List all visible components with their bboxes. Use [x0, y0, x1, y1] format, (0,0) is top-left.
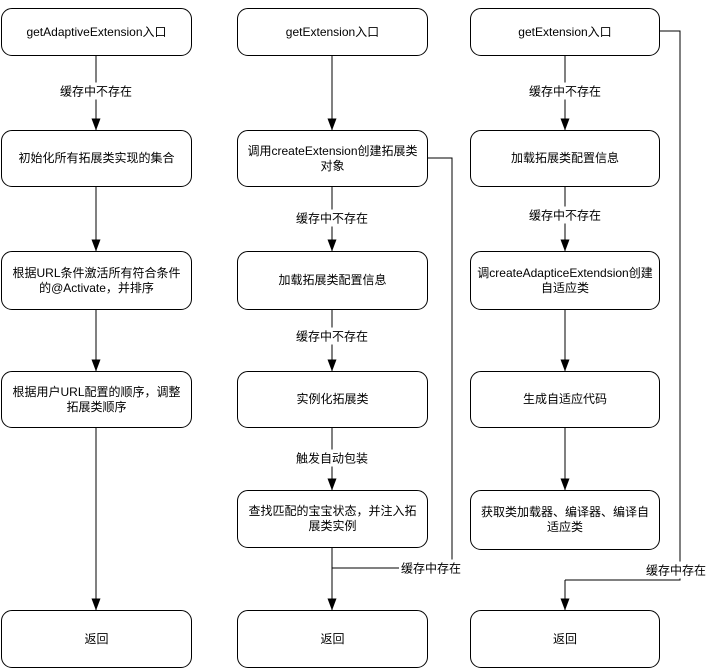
flow-node-left-2: 初始化所有拓展类实现的集合: [1, 130, 192, 187]
edge-label-right-cache-miss-2: 缓存中不存在: [526, 206, 604, 224]
flow-node-left-4: 根据用户URL配置的顺序，调整拓展类顺序: [1, 371, 192, 428]
flow-node-right-2: 加载拓展类配置信息: [470, 130, 660, 187]
edge-label-mid-cache-miss-2: 缓存中不存在: [293, 327, 371, 345]
flow-node-mid-5: 查找匹配的宝宝状态，并注入拓展类实例: [237, 490, 428, 548]
flow-node-right-1: getExtension入口: [470, 8, 660, 56]
flow-node-left-1: getAdaptiveExtension入口: [1, 8, 192, 56]
edge-label-mid-cache-miss-1: 缓存中不存在: [293, 209, 371, 227]
flow-node-mid-1: getExtension入口: [237, 8, 428, 56]
flow-node-right-return: 返回: [470, 610, 660, 668]
edge-right-cache-hit: [565, 30, 681, 581]
edge-label-left-cache-miss: 缓存中不存在: [57, 82, 135, 100]
edge-label-right-cache-hit: 缓存中存在: [643, 561, 707, 579]
flow-node-right-4: 生成自适应代码: [470, 371, 660, 428]
flow-node-mid-2: 调用createExtension创建拓展类对象: [237, 130, 428, 187]
flow-node-mid-return: 返回: [237, 610, 428, 668]
flow-node-right-5: 获取类加载器、编译器、编译自适应类: [470, 490, 660, 550]
edge-label-mid-auto-wrap: 触发自动包装: [293, 449, 371, 467]
flow-node-left-return: 返回: [1, 610, 192, 668]
flow-node-left-3: 根据URL条件激活所有符合条件的@Activate，并排序: [1, 251, 192, 310]
edge-mid-cache-hit: [332, 157, 453, 569]
edge-label-mid-cache-hit: 缓存中存在: [398, 559, 464, 577]
edge-label-right-cache-miss-1: 缓存中不存在: [526, 82, 604, 100]
flow-node-mid-3: 加载拓展类配置信息: [237, 251, 428, 310]
flow-node-right-3: 调createAdapticeExtendsion创建自适应类: [470, 251, 660, 310]
flow-node-mid-4: 实例化拓展类: [237, 371, 428, 428]
